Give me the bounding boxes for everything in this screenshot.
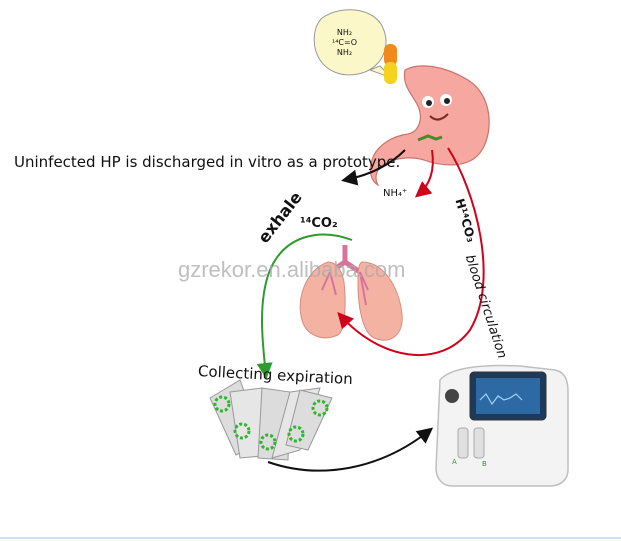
- uninfected-label: Uninfected HP is discharged in vitro as …: [14, 153, 401, 171]
- watermark-text: gzrekor.en.alibaba.com: [178, 257, 406, 282]
- lungs-illustration: [299, 245, 403, 341]
- nh4-arrow: [414, 149, 434, 198]
- breath-bags-illustration: [209, 379, 333, 461]
- breath-analyzer-device: [435, 364, 569, 487]
- pill-icon: [384, 44, 397, 84]
- formula-line-3: NH₂: [336, 48, 353, 57]
- formula-line-2: ¹⁴C=O: [332, 38, 357, 47]
- discharge-arrow: [341, 149, 406, 186]
- exhale-arrow: [256, 233, 353, 379]
- blood-circulation-arrow: [337, 147, 485, 357]
- exhale-co2-label: ¹⁴CO₂: [300, 216, 338, 231]
- analyzer-port-a-label: A: [452, 458, 457, 466]
- analyzer-port-b-label: B: [482, 460, 487, 468]
- formula-bubble: [313, 9, 393, 79]
- nh4-label: NH₄⁺: [383, 188, 408, 199]
- formula-line-1: NH₂: [336, 28, 353, 37]
- urea-formula: NH₂ ¹⁴C=O NH₂: [332, 28, 357, 58]
- to-analyzer-arrow: [267, 427, 434, 472]
